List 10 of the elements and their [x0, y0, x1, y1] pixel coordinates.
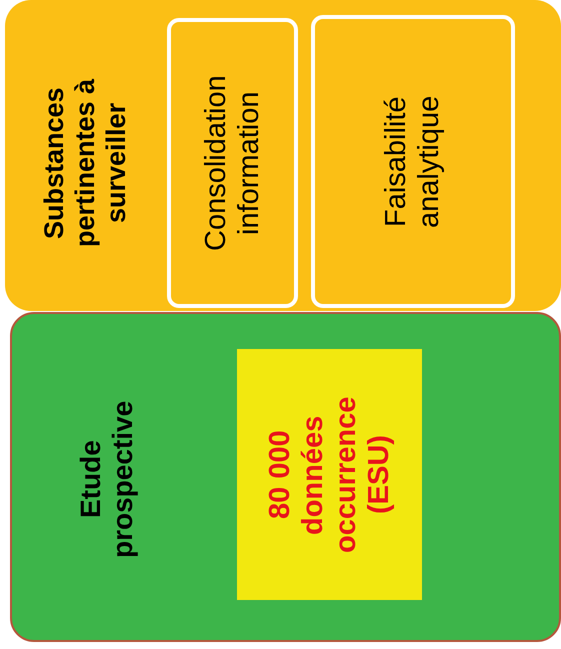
box-label: Faisabilité analytique	[380, 94, 446, 230]
step-box	[167, 18, 298, 308]
box-label: Consolidation information	[200, 74, 266, 253]
group-title: Etude prospective	[75, 399, 139, 560]
result-box	[237, 349, 422, 600]
box-label: 80 000 données occurrence (ESU)	[264, 395, 396, 555]
step-box	[311, 15, 515, 308]
group-panel	[10, 312, 561, 642]
group-panel	[5, 0, 561, 311]
group-title: Substances pertinentes à surveiller	[39, 77, 132, 249]
